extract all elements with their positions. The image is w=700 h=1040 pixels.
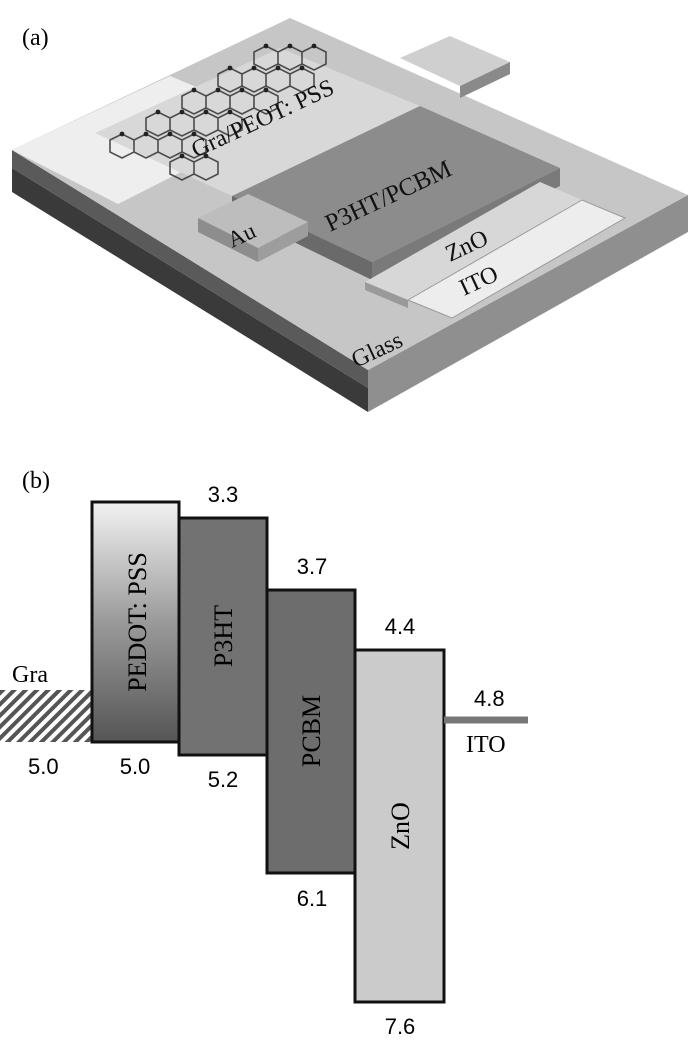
block-pcbm: 3.7 PCBM 6.1 <box>265 554 357 911</box>
zno-layer <box>365 182 582 300</box>
zno-layer-side <box>365 282 408 308</box>
ito-layer <box>406 199 627 319</box>
pcbm-name: PCBM <box>297 695 326 767</box>
gra-label: Gra <box>12 662 48 688</box>
substrate-mid-side <box>12 150 368 388</box>
pedot-bottom-value: 5.0 <box>120 754 151 779</box>
p3ht-bottom-value: 5.2 <box>208 767 239 792</box>
zno-bottom-value: 7.6 <box>385 1014 416 1039</box>
gra-value: 5.0 <box>28 754 59 779</box>
block-zno: 4.4 ZnO 7.6 <box>353 614 446 1039</box>
pcbm-top-value: 3.7 <box>297 554 328 579</box>
ito-label: ITO <box>466 732 506 758</box>
pedot-name: PEDOT: PSS <box>123 552 152 692</box>
substrate-left-side <box>12 168 368 412</box>
graphene-atoms <box>119 43 317 159</box>
ito-value: 4.8 <box>474 686 505 711</box>
panel-a-device-schematic: (a) <box>12 18 688 412</box>
au-pad-front <box>258 222 308 262</box>
gra-electrode-hatch <box>0 690 92 742</box>
substrate-front-side <box>368 195 688 412</box>
zno-top-value: 4.4 <box>385 614 416 639</box>
block-pedot: PEDOT: PSS 5.0 <box>90 500 181 779</box>
block-p3ht: 3.3 P3HT 5.2 <box>177 482 269 792</box>
au-pad-side <box>198 218 258 262</box>
panel-b-label: (b) <box>22 468 50 494</box>
top-right-pad <box>400 36 510 86</box>
panel-b-energy-diagram: (b) Gra 5.0 PEDOT: PSS 5.0 3.3 P3HT 5.2 … <box>0 468 528 1039</box>
p3ht-name: P3HT <box>209 605 238 667</box>
au-pad-top <box>198 194 308 248</box>
zno-name: ZnO <box>386 802 415 850</box>
top-right-pad-side <box>460 62 510 98</box>
p3ht-top-value: 3.3 <box>208 482 239 507</box>
panel-a-label: (a) <box>22 25 49 51</box>
pcbm-bottom-value: 6.1 <box>297 886 328 911</box>
active-layer-top <box>232 106 560 262</box>
